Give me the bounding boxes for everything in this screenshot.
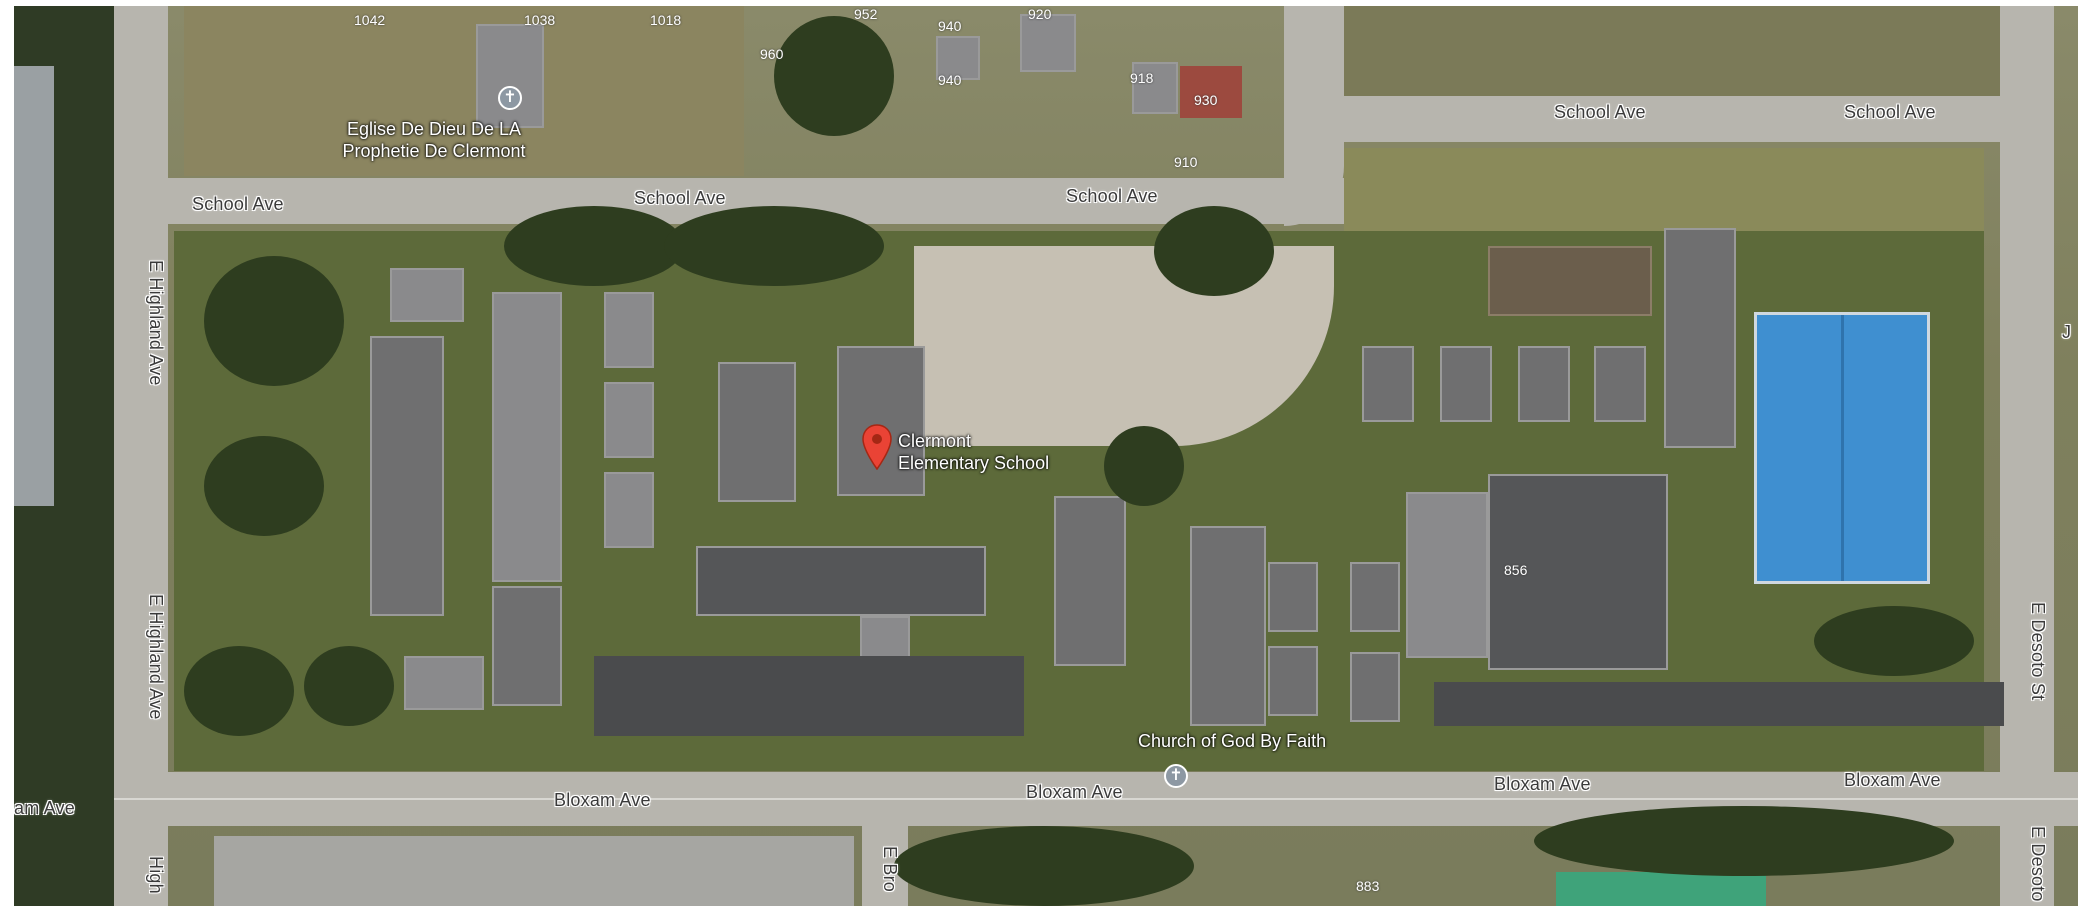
street-label-bloxam-ave: Bloxam Ave (1844, 770, 1941, 790)
street-label-school-ave: School Ave (634, 188, 726, 208)
building (1268, 646, 1318, 716)
school-label-line2: Elementary School (898, 453, 1050, 473)
house (1020, 14, 1076, 72)
tree (664, 206, 884, 286)
house-number: 918 (1130, 70, 1154, 86)
house-number: 952 (854, 6, 878, 22)
satellite-map[interactable]: School Ave School Ave School Ave School … (14, 6, 2078, 906)
building (1350, 562, 1400, 632)
bloxam-lane-line (14, 798, 2078, 800)
school-label[interactable]: Clermont Elementary School (898, 430, 1049, 474)
building (837, 346, 925, 496)
street-label-e-highland-ave: E Highland Ave (146, 260, 166, 386)
house-number: 883 (1356, 878, 1380, 894)
red-roof-house (1180, 66, 1242, 118)
house-number: 920 (1028, 6, 1052, 22)
building (1268, 562, 1318, 632)
building (390, 268, 464, 322)
tree (894, 826, 1194, 906)
street-label-e-highland-ave: E Highland Ave (146, 594, 166, 720)
house-number: 960 (760, 46, 784, 62)
house (936, 36, 980, 80)
tree (1154, 206, 1274, 296)
church-building (476, 24, 544, 128)
map-pin-icon[interactable] (862, 424, 892, 470)
building (370, 336, 444, 616)
street-label-bloxam-ave: am Ave (14, 798, 75, 818)
tree (304, 646, 394, 726)
desoto-st-road (2000, 6, 2054, 906)
house-number: 1018 (650, 12, 682, 28)
street-label-e-desoto: E Desoto (2028, 826, 2048, 902)
west-side-lot (14, 66, 54, 506)
tree (1534, 806, 1954, 876)
street-label-school-ave: School Ave (1066, 186, 1158, 206)
tree (1104, 426, 1184, 506)
building (1488, 474, 1668, 670)
street-label-bloxam-ave: Bloxam Ave (554, 790, 651, 810)
church-label-eglise[interactable]: Eglise De Dieu De LA Prophetie De Clermo… (294, 118, 574, 162)
house-number: 910 (1174, 154, 1198, 170)
green-court (1556, 872, 1766, 906)
building (1054, 496, 1126, 666)
highland-ave-road (114, 6, 168, 906)
building (604, 292, 654, 368)
tree (204, 436, 324, 536)
gym-roof-ridge (1841, 315, 1844, 581)
building (718, 362, 796, 502)
street-label-school-ave: School Ave (192, 194, 284, 214)
building (604, 472, 654, 548)
street-label-bloxam-ave: Bloxam Ave (1026, 782, 1123, 802)
gym-building (1754, 312, 1930, 584)
building (492, 586, 562, 706)
building (1406, 492, 1488, 658)
church-label-line2: Prophetie De Clermont (342, 141, 526, 161)
school-ave-road-east (1314, 96, 2004, 142)
building (404, 656, 484, 710)
building (1594, 346, 1646, 422)
building (1440, 346, 1492, 422)
school-ave-curve (1284, 6, 1344, 226)
house (1132, 62, 1178, 114)
church-label-god-by-faith[interactable]: Church of God By Faith (1138, 731, 1327, 751)
building (1664, 228, 1736, 448)
south-parking-lot (214, 836, 854, 906)
parking-lot (594, 656, 1024, 736)
plaza (914, 246, 1334, 446)
tree (204, 256, 344, 386)
top-field (184, 6, 744, 176)
tree (504, 206, 684, 286)
street-label-school-ave: School Ave (1554, 102, 1646, 122)
street-label-highland: High (146, 856, 166, 894)
house-number: 930 (1194, 92, 1218, 108)
brown-roof-building (1488, 246, 1652, 316)
building (1350, 652, 1400, 722)
building (696, 546, 986, 616)
tree (774, 16, 894, 136)
street-label-e-desoto-st: E Desoto St (2028, 602, 2048, 701)
tree (184, 646, 294, 736)
building (1190, 526, 1266, 726)
street-label-school-ave: School Ave (1844, 102, 1936, 122)
edge-label: J (2062, 322, 2072, 342)
building (1362, 346, 1414, 422)
church-cross-icon[interactable]: ✝ (498, 86, 522, 110)
school-label-line1: Clermont (898, 431, 972, 451)
church-cross-icon[interactable]: ✝ (1164, 764, 1188, 788)
tree (1814, 606, 1974, 676)
building (492, 292, 562, 582)
church-label-line1: Eglise De Dieu De LA (346, 119, 522, 139)
building (604, 382, 654, 458)
house-number: 1038 (524, 12, 556, 28)
street-label-e-broome: E Bro (880, 846, 900, 893)
sports-court-surface (1434, 682, 2004, 726)
building (1518, 346, 1570, 422)
house-number: 940 (938, 72, 962, 88)
house-number: 1042 (354, 12, 386, 28)
street-label-bloxam-ave: Bloxam Ave (1494, 774, 1591, 794)
house-number: 940 (938, 18, 962, 34)
house-number: 856 (1504, 562, 1528, 578)
top-right-field (1344, 6, 2014, 96)
